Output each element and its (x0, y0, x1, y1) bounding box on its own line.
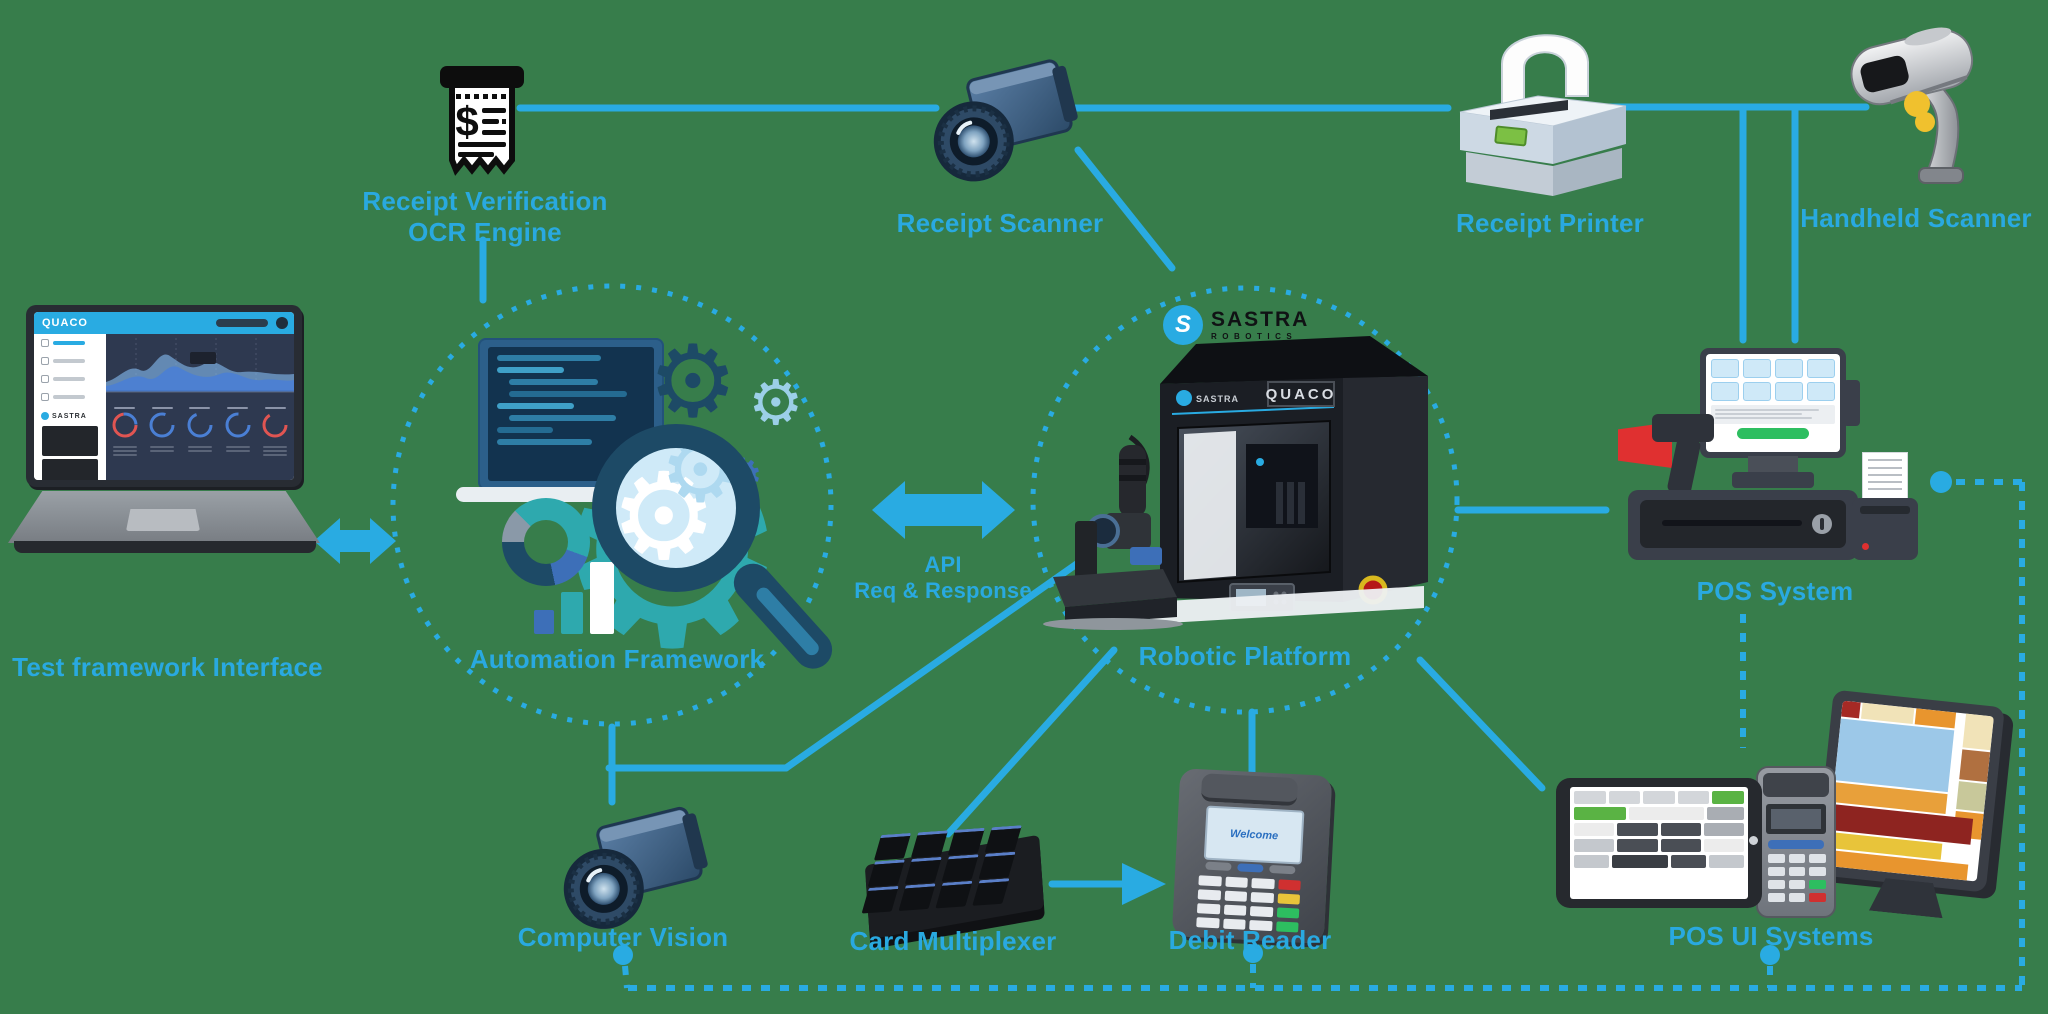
sidebar-robot-thumbnail (42, 426, 98, 456)
pos-printer-body (1852, 498, 1918, 560)
gear-icon-light: ⚙ (748, 366, 804, 439)
donut-chart-icon (502, 498, 590, 586)
lens-gear-icon: ⚙ (610, 448, 718, 587)
test-framework-label: Test framework Interface (12, 652, 323, 682)
card-multiplexer-icon (858, 818, 1050, 943)
automation-framework-label: Automation Framework (469, 644, 765, 674)
gear-icon-dark: ⚙ (648, 323, 738, 440)
bar-chart-icon (534, 558, 618, 634)
dashboard-header-pill (216, 319, 268, 327)
api-link-label: API Req & Response (854, 552, 1032, 603)
debit-reader-label: Debit Reader (1168, 925, 1332, 955)
robotic-platform-label: Robotic Platform (1138, 641, 1352, 671)
test-framework-laptop: QUACO SASTRA (8, 295, 328, 585)
machine-brand: QUACO (1266, 386, 1337, 403)
pos-system-label: POS System (1696, 576, 1854, 606)
dashboard-sidebar-logo: SASTRA (34, 406, 106, 423)
card-to-debit-arrowhead (1122, 863, 1166, 905)
dashboard-gauges (106, 407, 294, 456)
pos-monitor-icon (1700, 348, 1846, 458)
pos-ui-systems-label: POS UI Systems (1668, 921, 1874, 951)
laptop-touchpad (126, 509, 200, 531)
pos-ui-tablet-icon (1556, 778, 1762, 908)
computer-vision-label: Computer Vision (517, 922, 729, 952)
sastra-logo-icon: S (1163, 305, 1203, 345)
pos-monitor-neck (1748, 456, 1798, 476)
debit-reader-screen: Welcome (1203, 805, 1305, 865)
receipt-verification-label: Receipt Verification OCR Engine (362, 186, 608, 247)
card-multiplexer-label: Card Multiplexer (849, 926, 1057, 956)
pos-monitor-foot (1732, 472, 1814, 488)
pos-green-button (1737, 428, 1809, 439)
pos-ui-terminal-icon (1756, 766, 1836, 918)
pos-ui-monitor-icon (1811, 689, 2005, 925)
dashboard-header: QUACO (34, 312, 294, 334)
receipt-printer-icon (1438, 12, 1648, 207)
laptop-front-edge (14, 541, 316, 553)
sastra-logo: S SASTRA ROBOTICS (1163, 300, 1353, 350)
sidebar-machine-thumbnail (42, 459, 98, 480)
laptop-screen-frame: QUACO SASTRA (26, 305, 302, 487)
dashboard-main (106, 334, 294, 480)
receipt-scanner-icon (915, 50, 1090, 190)
machine-side-brand: SASTRA (1196, 394, 1239, 404)
dashboard-sidebar: SASTRA (34, 334, 107, 480)
robot-arm-icon (1035, 425, 1185, 630)
computer-vision-icon (545, 800, 720, 935)
tablet-home-button (1749, 836, 1758, 845)
pos-card-swipe (1843, 380, 1860, 426)
lens-gear-icon-light: ⚙ (660, 424, 741, 523)
receipt-ocr-icon: $ (438, 64, 526, 182)
pos-cash-drawer (1628, 490, 1858, 560)
receipt-printer-label: Receipt Printer (1456, 208, 1644, 238)
dashboard-brand: QUACO (42, 317, 88, 329)
code-editor-icon (478, 338, 664, 490)
dashboard-avatar (276, 317, 288, 329)
debit-reader-icon: Welcome (1171, 768, 1333, 944)
magnifier-lens-icon: ⚙ ⚙ (592, 424, 760, 592)
handheld-scanner-icon (1843, 8, 1993, 193)
api-double-arrow (872, 481, 1015, 539)
quaco-machine-icon: SASTRA QUACO (1138, 332, 1433, 630)
receipt-scanner-label: Receipt Scanner (896, 208, 1104, 238)
dashboard-area-chart (106, 338, 294, 393)
handheld-scanner-label: Handheld Scanner (1800, 203, 2032, 233)
svg-text:$: $ (455, 98, 478, 145)
